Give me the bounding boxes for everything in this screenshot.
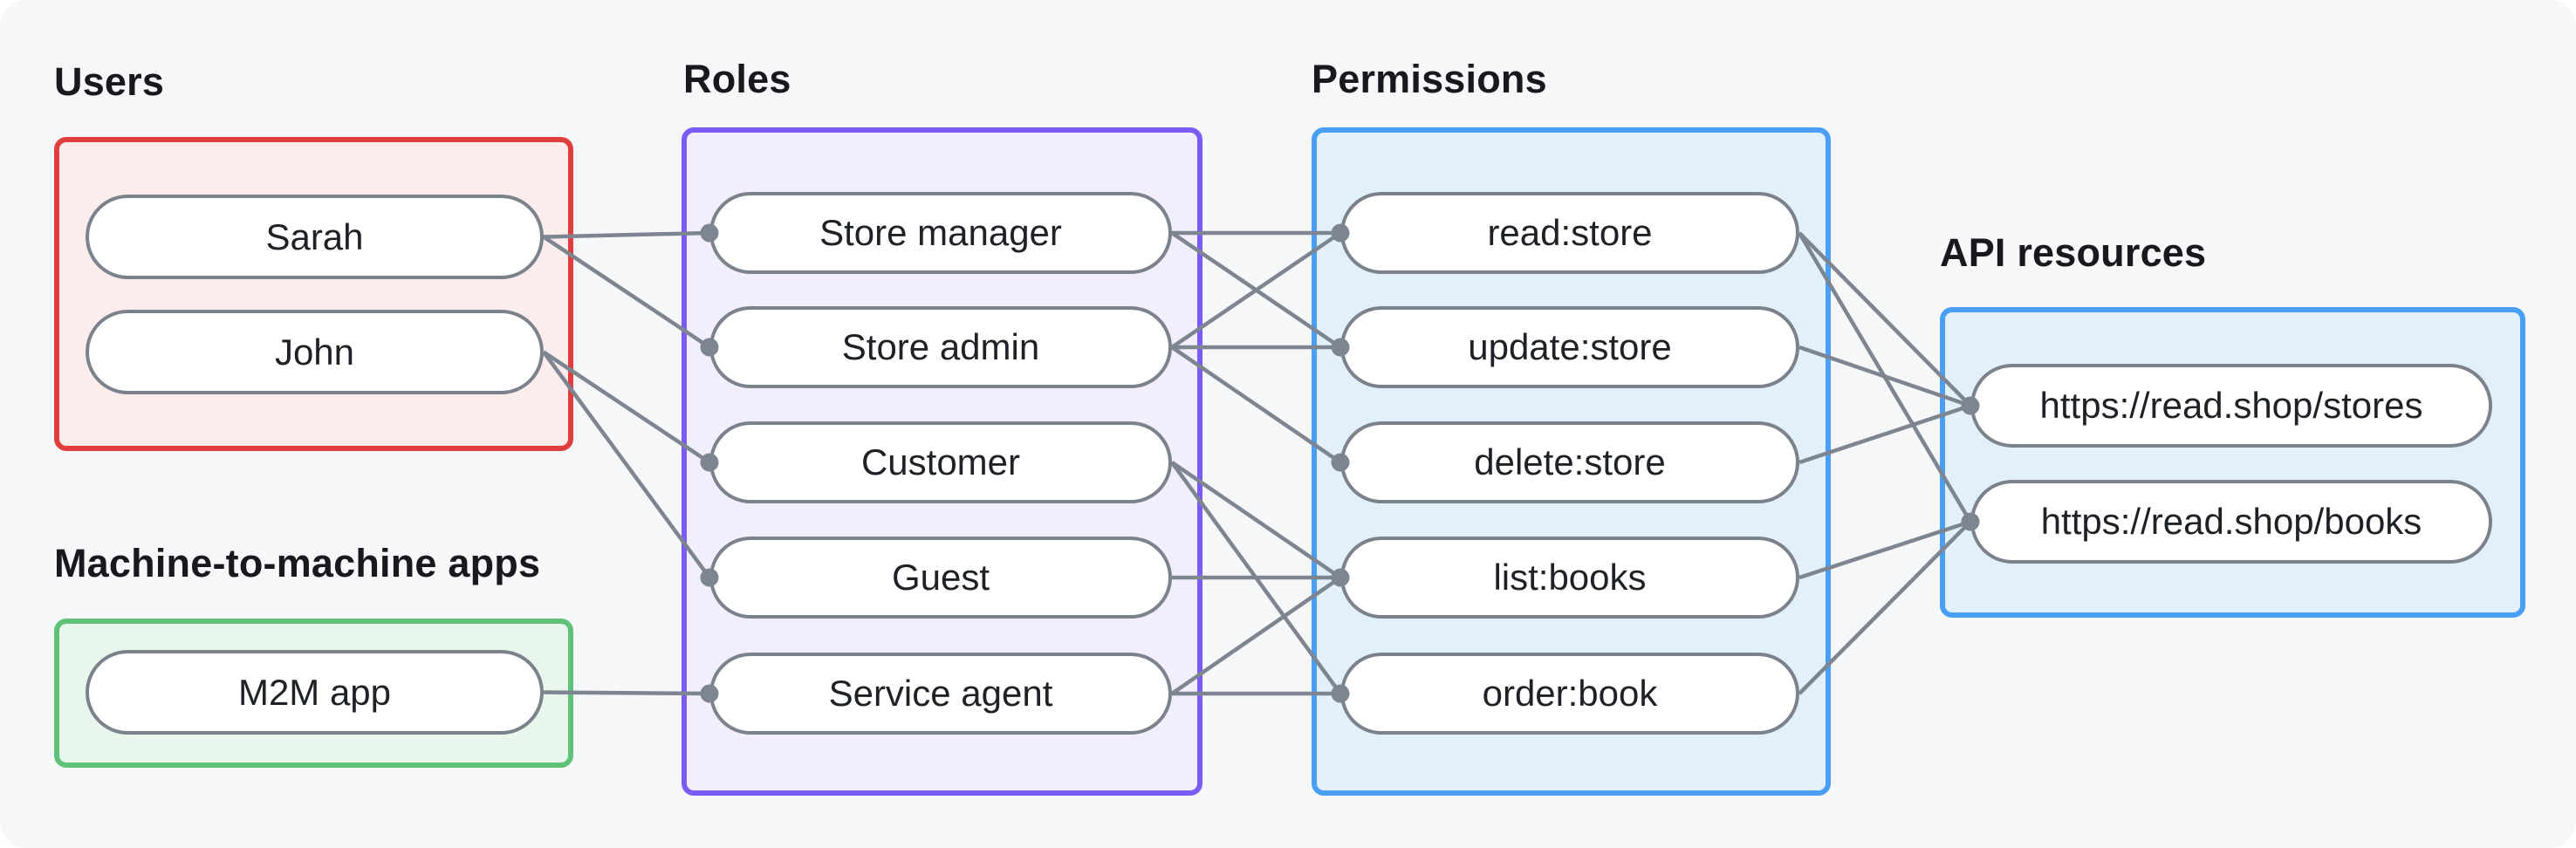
node-label: Guest: [891, 557, 990, 598]
node-label: Sarah: [265, 215, 364, 257]
node-permission-list-books: list:books: [1340, 537, 1799, 619]
node-api-resource-stores: https://read.shop/stores: [1970, 364, 2492, 448]
node-label: Customer: [860, 441, 1021, 482]
node-user-john: John: [86, 310, 544, 394]
node-api-resource-books: https://read.shop/books: [1970, 480, 2492, 564]
node-role-service-agent: Service agent: [709, 653, 1172, 735]
permissions-group-label: Permissions: [1312, 57, 1547, 101]
m2m-apps-group-label: Machine-to-machine apps: [54, 541, 541, 585]
node-role-store-admin: Store admin: [709, 306, 1172, 388]
node-label: delete:store: [1474, 441, 1666, 482]
api-resources-group-box: [1940, 307, 2525, 618]
node-label: John: [274, 331, 355, 373]
roles-group-label: Roles: [683, 57, 791, 101]
users-group-box: [54, 137, 573, 451]
node-permission-delete-store: delete:store: [1340, 421, 1799, 503]
node-label: read:store: [1487, 212, 1653, 253]
node-label: update:store: [1468, 326, 1672, 367]
api-resources-group-label: API resources: [1940, 230, 2207, 275]
node-label: https://read.shop/stores: [2039, 385, 2423, 426]
node-label: https://read.shop/books: [2040, 501, 2422, 542]
node-label: Store manager: [819, 212, 1062, 253]
node-label: list:books: [1493, 557, 1647, 598]
node-label: M2M app: [237, 671, 392, 713]
node-label: Store admin: [841, 326, 1040, 367]
node-permission-update-store: update:store: [1340, 306, 1799, 388]
users-group-label: Users: [54, 59, 165, 104]
node-role-store-manager: Store manager: [709, 192, 1172, 274]
node-user-sarah: Sarah: [86, 195, 544, 279]
node-permission-read-store: read:store: [1340, 192, 1799, 274]
node-m2m-app: M2M app: [86, 650, 544, 735]
node-role-guest: Guest: [709, 537, 1172, 619]
node-role-customer: Customer: [709, 421, 1172, 503]
node-permission-order-book: order:book: [1340, 653, 1799, 735]
node-label: order:book: [1482, 673, 1658, 714]
node-label: Service agent: [828, 673, 1053, 714]
